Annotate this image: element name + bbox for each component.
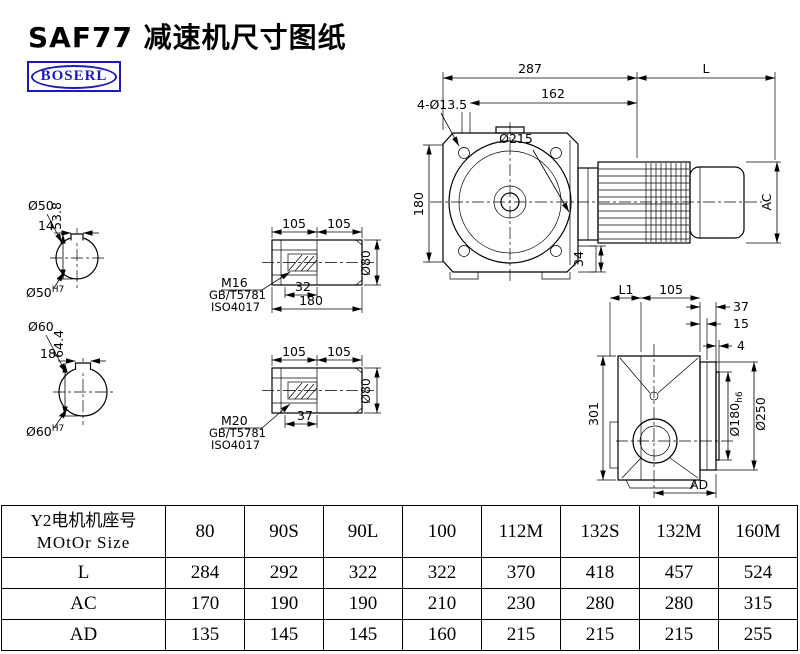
table-cell: 190 — [323, 588, 403, 620]
table-cell: 210 — [402, 588, 482, 620]
dim-287: 287 — [518, 61, 542, 76]
table-cell: 524 — [718, 557, 798, 589]
dim-64-4: 64.4 — [51, 330, 66, 358]
shaft-detail-m16: 105 105 32 180 Ø80 M16 GB/T5781 ISO4017 — [209, 216, 381, 314]
dim-105a: 105 — [282, 216, 306, 231]
row-label-AD: AD — [1, 619, 166, 651]
technical-drawing: 287 L 162 4-Ø13.5 Ø215 180 AC 34 Ø50 — [26, 61, 781, 498]
table-cell: 370 — [481, 557, 561, 589]
dim-18: 18 — [40, 346, 56, 361]
table-cell: 255 — [718, 619, 798, 651]
dim-hole-callout: 4-Ø13.5 — [417, 97, 467, 112]
std-gb-m16: GB/T5781 — [209, 288, 266, 302]
shaft-detail-m20: 105 105 37 Ø80 M20 GB/T5781 ISO4017 — [209, 344, 381, 452]
table-cell: 145 — [323, 619, 403, 651]
table-cell: 280 — [639, 588, 719, 620]
table-cell: 284 — [165, 557, 245, 589]
std-gb-m20: GB/T5781 — [209, 426, 266, 440]
dim-301: 301 — [586, 402, 601, 426]
table-header-row: Y2电机机座号 MOtOr Size 80 90S 90L 100 112M 1… — [1, 505, 798, 558]
dim-d60: Ø60 — [28, 319, 54, 334]
size-col-3: 100 — [402, 505, 482, 558]
table-cell: 160 — [402, 619, 482, 651]
dim-AC: AC — [759, 193, 774, 210]
logo-text: BOSERL — [40, 68, 108, 84]
table-cell: 322 — [402, 557, 482, 589]
dim-105-side: 105 — [659, 282, 683, 297]
table-cell: 145 — [244, 619, 324, 651]
header-cn: Y2电机机座号 — [30, 511, 137, 531]
dim-4-side: 4 — [737, 338, 745, 353]
header-en: MOtOr Size — [36, 532, 131, 552]
dim-105c: 105 — [282, 344, 306, 359]
table-row-AC: AC 170 190 190 210 230 280 280 315 — [1, 588, 798, 620]
table-cell: 215 — [639, 619, 719, 651]
std-iso-m16: ISO4017 — [211, 300, 260, 314]
dimension-table: Y2电机机座号 MOtOr Size 80 90S 90L 100 112M 1… — [1, 505, 798, 651]
dim-AD: AD — [690, 477, 708, 492]
table-cell: 315 — [718, 588, 798, 620]
thread-callout-m20: M20 — [221, 413, 248, 428]
size-col-4: 112M — [481, 505, 561, 558]
section-d60: Ø60 64.4 18 Ø60H7 — [26, 319, 113, 439]
dim-bolt-circle: Ø215 — [499, 131, 533, 146]
dim-180: 180 — [299, 293, 323, 308]
dim-105b: 105 — [327, 216, 351, 231]
dim-L: L — [703, 61, 710, 76]
front-view: 287 L 162 4-Ø13.5 Ø215 180 AC 34 — [411, 61, 781, 284]
table-cell: 215 — [560, 619, 640, 651]
row-label-L: L — [1, 557, 166, 589]
table-cell: 322 — [323, 557, 403, 589]
dim-14: 14 — [38, 218, 54, 233]
dim-d80a: Ø80 — [358, 250, 373, 276]
side-view: L1 105 37 15 4 301 Ø180h6 Ø250 AD — [586, 282, 768, 498]
dim-15-side: 15 — [733, 316, 749, 331]
dim-105d: 105 — [327, 344, 351, 359]
size-col-2: 90L — [323, 505, 403, 558]
size-col-7: 160M — [718, 505, 798, 558]
row-label-AC: AC — [1, 588, 166, 620]
std-iso-m20: ISO4017 — [211, 438, 260, 452]
dim-L1: L1 — [619, 282, 634, 297]
dim-d80b: Ø80 — [358, 378, 373, 404]
dim-34: 34 — [571, 251, 586, 267]
dim-d250: Ø250 — [753, 397, 768, 431]
table-cell: 418 — [560, 557, 640, 589]
thread-callout-m16: M16 — [221, 275, 248, 290]
size-col-6: 132M — [639, 505, 719, 558]
dim-180: 180 — [411, 192, 426, 216]
dim-32: 32 — [295, 279, 311, 294]
size-col-5: 132S — [560, 505, 640, 558]
page-title: SAF77 减速机尺寸图纸 — [28, 21, 347, 54]
logo-ellipse: BOSERL — [31, 64, 117, 89]
section-d50: Ø50 53.8 14 Ø50H7 — [26, 198, 106, 300]
table-row-L: L 284 292 322 322 370 418 457 524 — [1, 557, 798, 589]
table-cell: 280 — [560, 588, 640, 620]
size-col-1: 90S — [244, 505, 324, 558]
table-cell: 215 — [481, 619, 561, 651]
table-cell: 230 — [481, 588, 561, 620]
dim-d60h7: Ø60H7 — [26, 424, 64, 439]
dim-d50: Ø50 — [28, 198, 54, 213]
table-cell: 170 — [165, 588, 245, 620]
header-motor-size: Y2电机机座号 MOtOr Size — [1, 505, 166, 558]
table-cell: 292 — [244, 557, 324, 589]
dim-d50h7: Ø50H7 — [26, 285, 64, 300]
table-row-AD: AD 135 145 145 160 215 215 215 255 — [1, 619, 798, 651]
dim-37-shaft: 37 — [297, 408, 313, 423]
dim-162: 162 — [541, 86, 565, 101]
table-cell: 457 — [639, 557, 719, 589]
dim-d180h6: Ø180h6 — [727, 391, 745, 436]
size-col-0: 80 — [165, 505, 245, 558]
table-cell: 135 — [165, 619, 245, 651]
boserl-logo: BOSERL — [27, 61, 121, 92]
dim-53-8: 53.8 — [49, 202, 64, 230]
dim-37-side: 37 — [733, 299, 749, 314]
table-cell: 190 — [244, 588, 324, 620]
